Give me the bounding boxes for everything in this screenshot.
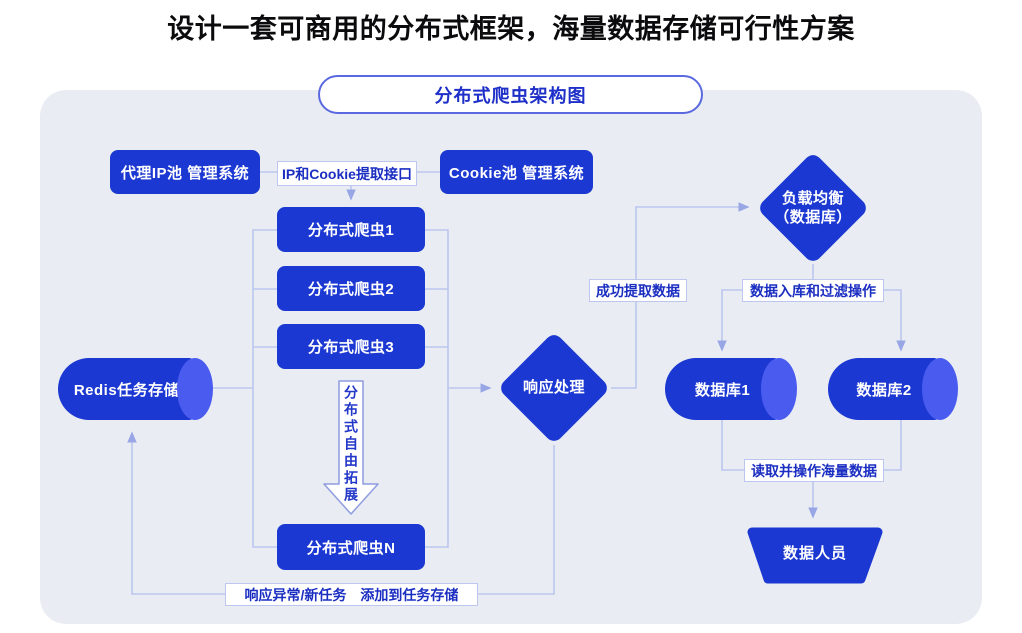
edge-label-exception-task: 响应异常/新任务 添加到任务存储 (225, 583, 478, 606)
node-load-balance: 负载均衡 （数据库） (756, 151, 870, 265)
load-balance-diamond-label: 负载均衡 （数据库） (774, 189, 852, 228)
page-title: 设计一套可商用的分布式框架，海量数据存储可行性方案 (167, 14, 855, 44)
redis-cylinder-body: Redis任务存储 (58, 358, 195, 420)
node-data-staff: 数据人员 (740, 521, 890, 591)
node-redis-task-storage: Redis任务存储 (58, 358, 213, 420)
database1-cylinder-cap (761, 358, 797, 420)
expand-arrow: 分布式自由拓展 (318, 375, 384, 521)
edge-label-extract-success: 成功提取数据 (589, 279, 687, 302)
data-staff-label: 数据人员 (782, 544, 847, 562)
edge-label-read-mass-data: 读取并操作海量数据 (744, 459, 884, 482)
edge-label-db-filter: 数据入库和过滤操作 (742, 279, 884, 302)
node-database-2: 数据库2 (828, 358, 958, 420)
node-crawler-2: 分布式爬虫2 (277, 266, 425, 311)
node-crawler-3: 分布式爬虫3 (277, 324, 425, 369)
load-balance-line1: 负载均衡 (781, 189, 844, 207)
load-balance-line2: （数据库） (774, 209, 852, 226)
node-response-processing: 响应处理 (497, 331, 611, 445)
database2-cylinder-cap (922, 358, 958, 420)
node-database-1: 数据库1 (665, 358, 797, 420)
response-diamond-label: 响应处理 (522, 379, 585, 397)
redis-cylinder-cap (177, 358, 213, 420)
database2-cylinder-body: 数据库2 (828, 358, 940, 420)
node-proxy-ip-pool: 代理IP池 管理系统 (110, 150, 260, 194)
node-cookie-pool: Cookie池 管理系统 (440, 150, 593, 194)
node-crawler-n: 分布式爬虫N (277, 524, 425, 570)
edge-label-ip-cookie-api: IP和Cookie提取接口 (277, 161, 417, 186)
node-crawler-1: 分布式爬虫1 (277, 207, 425, 252)
expand-arrow-label: 分布式自由拓展 (343, 385, 359, 504)
diagram-title-pill: 分布式爬虫架构图 (318, 75, 703, 114)
diagram-title: 分布式爬虫架构图 (434, 85, 587, 106)
